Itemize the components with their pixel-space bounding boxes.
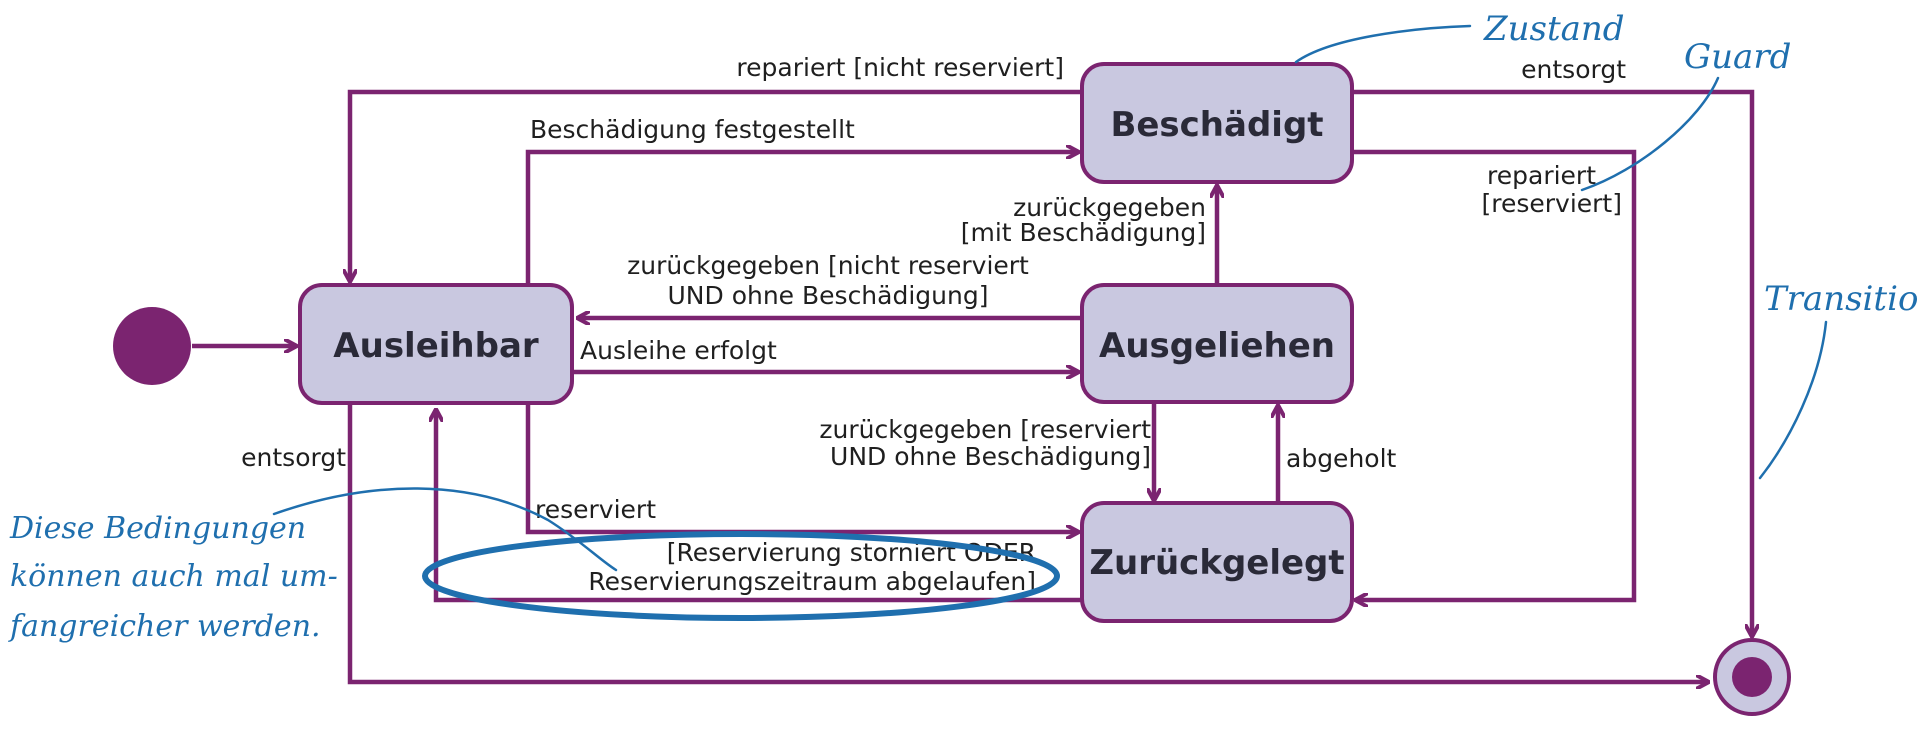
- label-entsorgt-left: entsorgt: [241, 443, 346, 472]
- annotation-guard-pointer: [1580, 76, 1720, 192]
- label-zurueckgegeben-nicht-reserviert-2: UND ohne Beschädigung]: [668, 281, 989, 310]
- transition-entsorgt-left: [347, 403, 1708, 682]
- label-zurueckgegeben-reserviert-2: UND ohne Beschädigung]: [830, 442, 1151, 471]
- transition-repariert-reserviert: [1352, 149, 1637, 600]
- transition-beschaedigung-festgestellt: [525, 152, 1078, 285]
- state-beschaedigt: Beschädigt: [1080, 62, 1354, 184]
- label-storniert-2: Reservierungszeitraum abgelaufen]: [588, 567, 1036, 596]
- label-beschaedigung-festgestellt: Beschädigung festgestellt: [530, 115, 855, 144]
- label-ausleihe-erfolgt: Ausleihe erfolgt: [580, 336, 777, 365]
- annotation-guard: Guard: [1684, 37, 1791, 77]
- annotation-guard-highlight: [422, 531, 1060, 621]
- state-label-ausgeliehen: Ausgeliehen: [1099, 326, 1335, 366]
- annotation-note-pointer: [272, 487, 618, 572]
- state-label-zurueckgelegt: Zurückgelegt: [1089, 543, 1344, 583]
- label-repariert-nicht-reserviert: repariert [nicht reserviert]: [736, 53, 1064, 82]
- annotation-zustand-pointer: [1294, 24, 1472, 64]
- annotation-note-line3: fangreicher werden.: [8, 609, 321, 644]
- label-zurueckgegeben-mit-1: zurückgegeben: [1013, 193, 1206, 222]
- state-ausgeliehen: Ausgeliehen: [1080, 283, 1354, 404]
- transition-entsorgt-right: [1352, 89, 1752, 636]
- final-node: [1713, 638, 1791, 716]
- annotation-transition-pointer: [1758, 320, 1828, 480]
- label-reserviert: reserviert: [535, 495, 656, 524]
- transition-reservierung-storniert: [436, 410, 1082, 603]
- label-repariert-reserviert-2: [reserviert]: [1481, 189, 1622, 218]
- annotation-note-line1: Diese Bedingungen: [9, 511, 306, 546]
- annotation-note-line2: können auch mal um-: [10, 559, 338, 594]
- transition-reserviert: [525, 403, 1078, 532]
- state-ausleihbar: Ausleihbar: [298, 283, 574, 405]
- label-zurueckgegeben-reserviert-1: zurückgegeben [reserviert: [819, 415, 1151, 444]
- label-zurueckgegeben-mit-2: [mit Beschädigung]: [961, 218, 1206, 247]
- label-zurueckgegeben-nicht-reserviert-1: zurückgegeben [nicht reserviert: [627, 251, 1029, 280]
- state-label-ausleihbar: Ausleihbar: [333, 326, 539, 366]
- transition-repariert-nicht-reserviert: [350, 89, 1082, 281]
- label-abgeholt: abgeholt: [1286, 444, 1397, 473]
- state-label-beschaedigt: Beschädigt: [1110, 105, 1323, 145]
- state-zurueckgelegt: Zurückgelegt: [1080, 501, 1354, 623]
- initial-node: [113, 307, 191, 385]
- label-repariert-reserviert-1: repariert: [1487, 161, 1596, 190]
- label-entsorgt-right: entsorgt: [1521, 55, 1626, 84]
- annotation-transition: Transition: [1764, 279, 1918, 319]
- annotation-zustand: Zustand: [1483, 9, 1625, 49]
- label-storniert-1: [Reservierung storniert ODER: [667, 538, 1036, 567]
